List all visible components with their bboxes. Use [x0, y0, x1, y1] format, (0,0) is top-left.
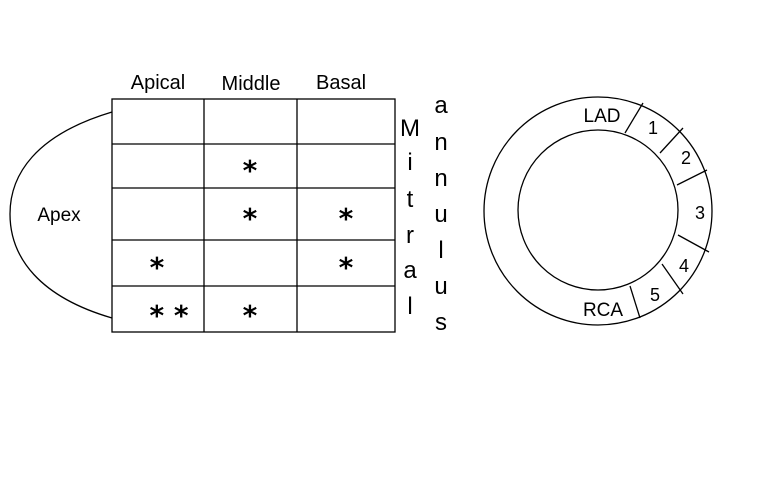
segment-grid — [111, 98, 396, 333]
ring-label-rca: RCA — [583, 300, 623, 321]
ring-divider — [661, 263, 684, 295]
mitral-letter: l — [407, 293, 412, 320]
grid-mark: * * — [149, 299, 188, 332]
annulus-letter: u — [434, 201, 447, 228]
column-header-middle: Middle — [222, 73, 281, 95]
column-header-basal: Basal — [316, 72, 366, 94]
grid-marks: * * * * * * * * — [149, 154, 353, 332]
ring-label-lad: LAD — [584, 106, 621, 127]
ring-segment-label: 1 — [648, 118, 658, 138]
grid-mark: * — [243, 154, 258, 187]
ring-divider — [677, 234, 710, 253]
mitral-letter: t — [407, 186, 414, 213]
column-header-apical: Apical — [131, 72, 185, 94]
annulus-letter: n — [434, 165, 447, 192]
mitral-letter: r — [406, 222, 414, 249]
mitral-letter: M — [400, 115, 420, 142]
ring-segment-label: 3 — [695, 203, 705, 223]
ventricle-outline — [9, 111, 113, 319]
ring-outer-circle — [483, 96, 713, 326]
annulus-letter: l — [438, 237, 443, 264]
ring-divider — [676, 169, 708, 186]
annulus-letter: a — [434, 92, 448, 119]
mitral-label: M i t r a l — [400, 115, 420, 320]
grid-mark: * — [339, 202, 354, 235]
ring-divider — [624, 102, 644, 134]
grid-mark: * — [150, 251, 165, 284]
mitral-letter: i — [407, 149, 412, 176]
annulus-label: a n n u l u s — [434, 92, 448, 336]
grid-mark: * — [339, 251, 354, 284]
grid-mark: * — [243, 202, 258, 235]
ring-divider — [659, 127, 684, 154]
apex-label: Apex — [37, 205, 81, 226]
annulus-letter: u — [434, 273, 447, 300]
grid-border — [111, 98, 396, 333]
ring-segment-label: 2 — [681, 148, 691, 168]
ring-segment-label: 4 — [679, 256, 689, 276]
grid-mark: * — [243, 299, 258, 332]
annulus-letter: s — [435, 309, 447, 336]
ring-segment-labels: 1 2 3 4 5 — [648, 118, 705, 305]
annulus-ring — [483, 96, 713, 326]
annulus-letter: n — [434, 129, 447, 156]
ring-segment-label: 5 — [650, 285, 660, 305]
ring-inner-circle — [517, 129, 679, 291]
ring-divider — [629, 285, 641, 319]
mitral-letter: a — [403, 257, 417, 284]
